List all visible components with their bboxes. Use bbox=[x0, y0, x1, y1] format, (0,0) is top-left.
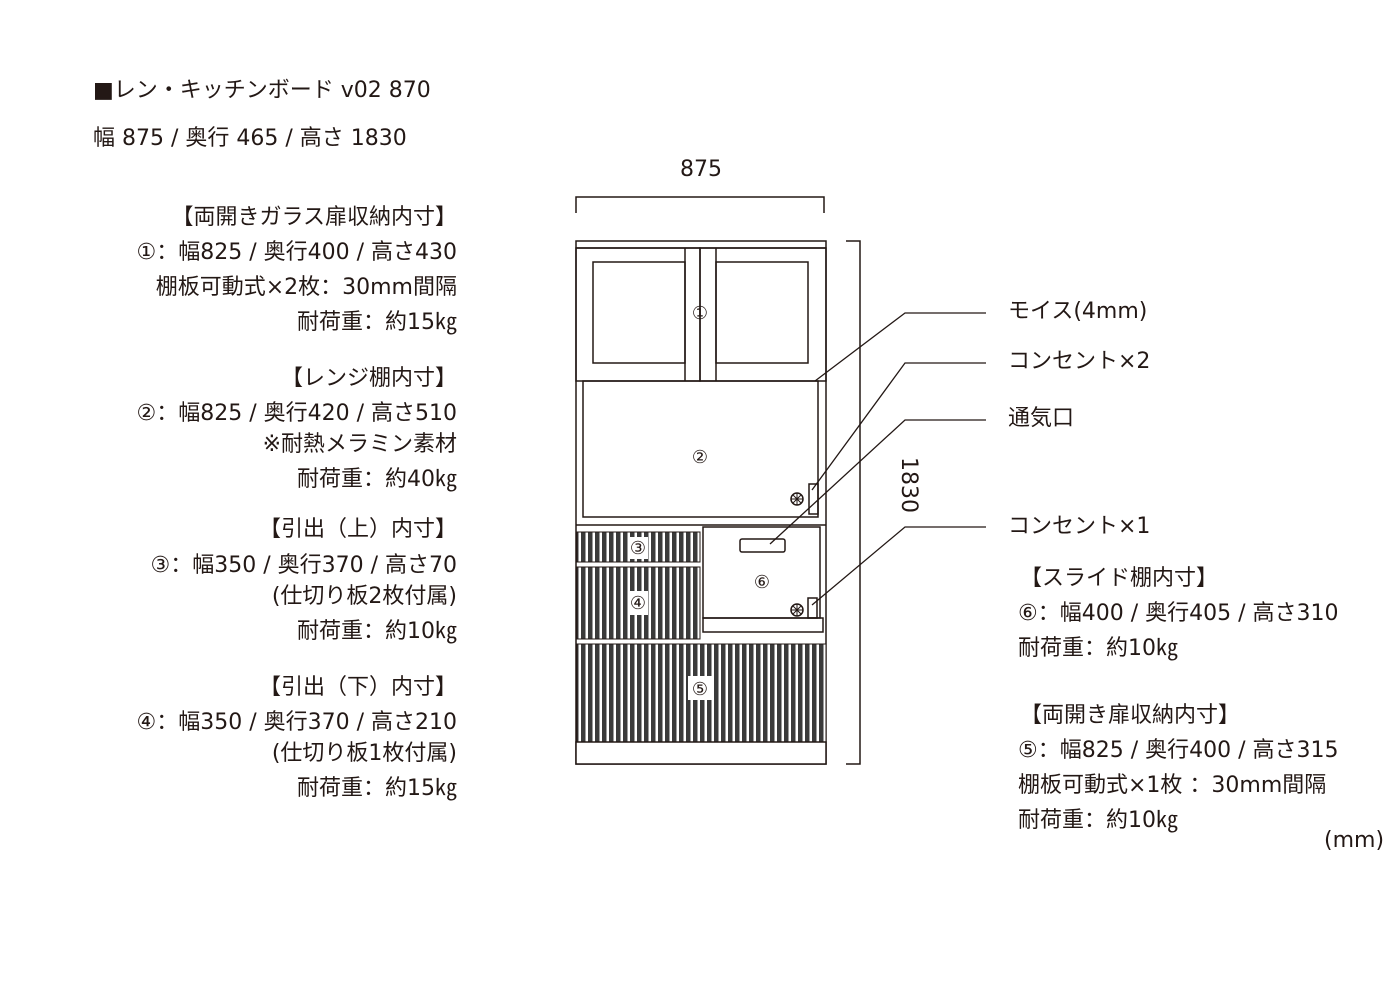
callout-outlet-1: コンセント×1 bbox=[1008, 514, 1151, 539]
spec-line: 耐荷重：約15㎏ bbox=[297, 776, 457, 801]
spec-line: 耐荷重：約15㎏ bbox=[297, 310, 457, 335]
width-dimension-line bbox=[575, 196, 825, 213]
outlet-1-icon bbox=[807, 597, 818, 619]
width-dimension-label: 875 bbox=[680, 157, 722, 182]
spec-line: 棚板可動式×2枚：30mm間隔 bbox=[155, 275, 457, 300]
plinth bbox=[575, 741, 827, 765]
outlet-2-icon bbox=[808, 483, 819, 515]
height-dimension-line bbox=[846, 240, 861, 765]
glass-door-right bbox=[699, 247, 827, 382]
spec-line: ⑤：幅825 / 奥行400 / 高さ315 bbox=[1018, 738, 1339, 763]
spec-line: ③：幅350 / 奥行370 / 高さ70 bbox=[150, 553, 458, 578]
product-title: ■レン・キッチンボード v02 870 bbox=[93, 78, 431, 103]
slide-shelf-heading: 【スライド棚内寸】 bbox=[1020, 566, 1219, 591]
callout-moiss: モイス(4mm) bbox=[1008, 299, 1148, 324]
spec-line: ※耐熱メラミン素材 bbox=[262, 432, 457, 457]
glass-door-left bbox=[575, 247, 701, 382]
glass-cabinet-heading: 【両開きガラス扉収納内寸】 bbox=[171, 205, 457, 230]
marker-background bbox=[688, 676, 712, 700]
marker-6: ⑥ bbox=[754, 572, 770, 593]
glass-pane-left bbox=[592, 261, 686, 364]
outlet-icon bbox=[791, 604, 803, 616]
spec-line: ②：幅825 / 奥行420 / 高さ510 bbox=[136, 401, 458, 426]
door-cabinet-heading: 【両開き扉収納内寸】 bbox=[1020, 703, 1241, 728]
overall-dimensions: 幅 875 / 奥行 465 / 高さ 1830 bbox=[93, 126, 407, 151]
leader-outlet-1 bbox=[811, 526, 986, 606]
spec-line: 耐荷重：約10㎏ bbox=[297, 619, 457, 644]
outlet-icon bbox=[791, 493, 803, 505]
upper-drawer-heading: 【引出（上）内寸】 bbox=[258, 517, 457, 542]
callout-vent: 通気口 bbox=[1008, 406, 1075, 431]
range-shelf-heading: 【レンジ棚内寸】 bbox=[280, 366, 457, 391]
door-cabinet bbox=[576, 643, 827, 743]
cabinet-body bbox=[575, 240, 827, 765]
drawer-upper bbox=[576, 531, 701, 563]
range-shelf bbox=[582, 380, 819, 518]
marker-2: ② bbox=[692, 447, 708, 468]
marker-5: ⑤ bbox=[692, 679, 708, 700]
vent-icon bbox=[739, 538, 786, 553]
marker-background bbox=[628, 537, 648, 559]
spec-line: 棚板可動式×1枚 ：30mm間隔 bbox=[1018, 773, 1327, 798]
spec-line: 耐荷重：約10㎏ bbox=[1018, 636, 1178, 661]
slide-shelf bbox=[702, 526, 821, 619]
marker-1: ① bbox=[692, 303, 708, 324]
marker-background bbox=[628, 591, 648, 615]
spec-line: 耐荷重：約10㎏ bbox=[1018, 808, 1178, 833]
spec-line: ①：幅825 / 奥行400 / 高さ430 bbox=[136, 240, 458, 265]
spec-line: ④：幅350 / 奥行370 / 高さ210 bbox=[136, 710, 458, 735]
marker-4: ④ bbox=[630, 593, 646, 614]
slide-shelf-base bbox=[702, 617, 824, 633]
outlet-icon bbox=[790, 603, 804, 617]
height-dimension-label: 1830 bbox=[896, 457, 921, 513]
lower-drawer-heading: 【引出（下）内寸】 bbox=[258, 675, 457, 700]
callout-outlet-2: コンセント×2 bbox=[1008, 349, 1151, 374]
marker-3: ③ bbox=[630, 538, 646, 559]
leader-vent bbox=[769, 419, 986, 545]
drawer-lower bbox=[576, 566, 701, 640]
glass-pane-right bbox=[715, 261, 809, 364]
spec-line: (仕切り板1枚付属) bbox=[271, 741, 457, 766]
leader-moiss bbox=[814, 312, 986, 382]
unit-label: (mm) bbox=[1324, 828, 1385, 853]
spec-line: (仕切り板2枚付属) bbox=[271, 584, 457, 609]
outlet-icon bbox=[790, 492, 804, 506]
spec-line: ⑥：幅400 / 奥行405 / 高さ310 bbox=[1018, 601, 1339, 626]
spec-line: 耐荷重：約40㎏ bbox=[297, 467, 457, 492]
